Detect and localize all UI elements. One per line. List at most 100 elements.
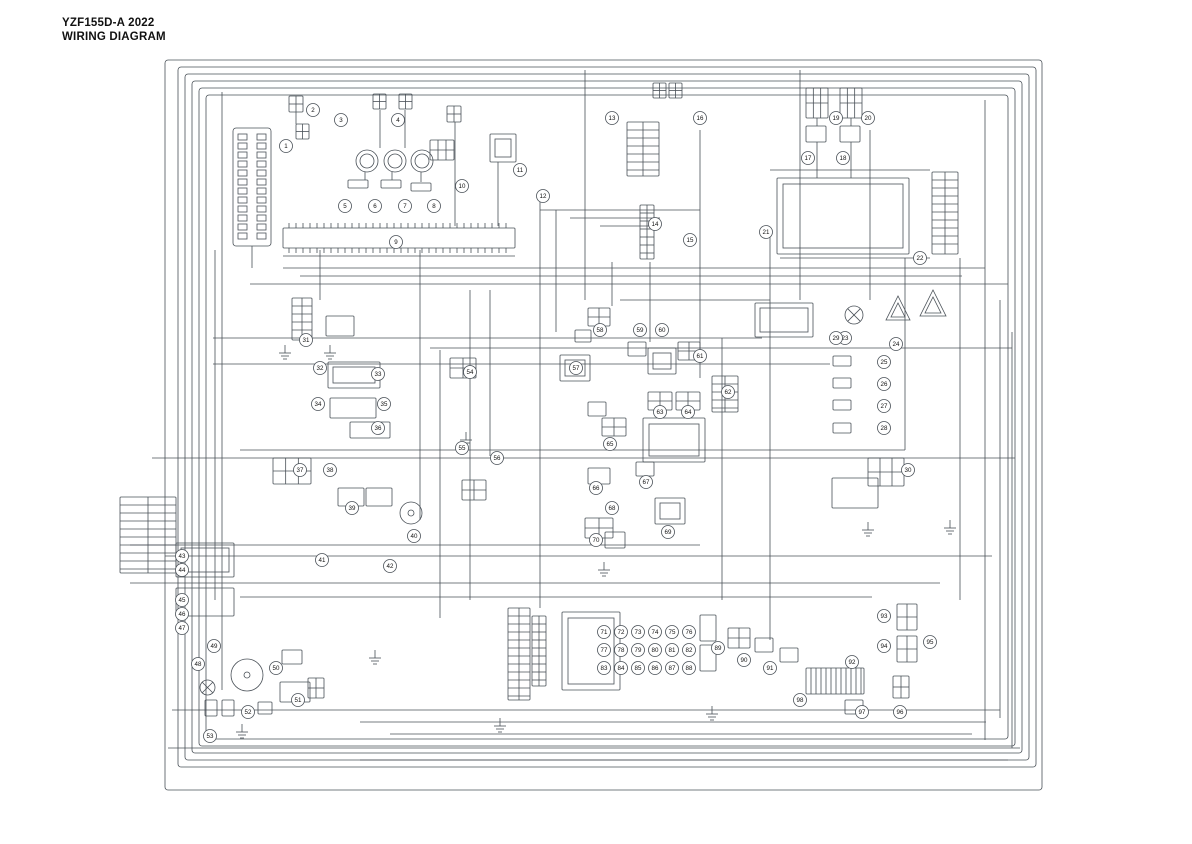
svg-text:81: 81 [669, 647, 676, 654]
svg-text:51: 51 [295, 697, 302, 704]
diagram-title-label: WIRING DIAGRAM [62, 31, 166, 44]
svg-text:66: 66 [593, 485, 600, 492]
svg-text:26: 26 [881, 381, 888, 388]
svg-text:8: 8 [432, 203, 436, 210]
svg-text:4: 4 [396, 117, 400, 124]
svg-text:80: 80 [652, 647, 659, 654]
svg-text:94: 94 [881, 643, 888, 650]
svg-text:40: 40 [411, 533, 418, 540]
svg-text:12: 12 [540, 193, 547, 200]
svg-text:76: 76 [686, 629, 693, 636]
svg-text:16: 16 [697, 115, 704, 122]
svg-text:79: 79 [635, 647, 642, 654]
svg-text:22: 22 [917, 255, 924, 262]
svg-text:13: 13 [609, 115, 616, 122]
svg-text:15: 15 [687, 237, 694, 244]
svg-text:86: 86 [652, 665, 659, 672]
svg-text:49: 49 [211, 643, 218, 650]
svg-text:7: 7 [403, 203, 407, 210]
svg-text:97: 97 [859, 709, 866, 716]
svg-text:88: 88 [686, 665, 693, 672]
svg-text:70: 70 [593, 537, 600, 544]
svg-text:28: 28 [881, 425, 888, 432]
svg-text:11: 11 [517, 167, 524, 174]
svg-text:9: 9 [394, 239, 398, 246]
diagram-title: YZF155D-A 2022 WIRING DIAGRAM [62, 16, 166, 45]
svg-text:23: 23 [842, 335, 849, 342]
svg-text:37: 37 [297, 467, 304, 474]
svg-text:1: 1 [284, 143, 288, 150]
svg-text:67: 67 [643, 479, 650, 486]
svg-text:55: 55 [459, 445, 466, 452]
svg-text:68: 68 [609, 505, 616, 512]
svg-text:36: 36 [375, 425, 382, 432]
svg-text:33: 33 [375, 371, 382, 378]
svg-text:21: 21 [763, 229, 770, 236]
svg-text:95: 95 [927, 639, 934, 646]
svg-text:19: 19 [833, 115, 840, 122]
svg-text:20: 20 [865, 115, 872, 122]
svg-text:72: 72 [618, 629, 625, 636]
svg-text:64: 64 [685, 409, 692, 416]
svg-text:52: 52 [245, 709, 252, 716]
svg-text:84: 84 [618, 665, 625, 672]
svg-text:91: 91 [767, 665, 774, 672]
svg-text:27: 27 [881, 403, 888, 410]
svg-text:10: 10 [459, 183, 466, 190]
svg-text:62: 62 [725, 389, 732, 396]
svg-text:87: 87 [669, 665, 676, 672]
svg-text:89: 89 [715, 645, 722, 652]
svg-text:25: 25 [881, 359, 888, 366]
svg-text:3: 3 [339, 117, 343, 124]
svg-text:38: 38 [327, 467, 334, 474]
svg-text:41: 41 [319, 557, 326, 564]
svg-text:17: 17 [805, 155, 812, 162]
svg-text:30: 30 [905, 467, 912, 474]
svg-text:92: 92 [849, 659, 856, 666]
svg-text:24: 24 [893, 341, 900, 348]
svg-text:2: 2 [311, 107, 315, 114]
svg-text:74: 74 [652, 629, 659, 636]
svg-text:39: 39 [349, 505, 356, 512]
svg-text:34: 34 [315, 401, 322, 408]
svg-text:73: 73 [635, 629, 642, 636]
svg-text:58: 58 [597, 327, 604, 334]
svg-text:48: 48 [195, 661, 202, 668]
svg-text:96: 96 [897, 709, 904, 716]
svg-text:32: 32 [317, 365, 324, 372]
svg-text:60: 60 [659, 327, 666, 334]
svg-text:69: 69 [665, 529, 672, 536]
svg-text:47: 47 [179, 625, 186, 632]
svg-text:14: 14 [652, 221, 659, 228]
svg-text:43: 43 [179, 553, 186, 560]
svg-text:77: 77 [601, 647, 608, 654]
svg-text:59: 59 [637, 327, 644, 334]
svg-text:56: 56 [494, 455, 501, 462]
svg-text:46: 46 [179, 611, 186, 618]
svg-text:45: 45 [179, 597, 186, 604]
svg-text:90: 90 [741, 657, 748, 664]
svg-text:6: 6 [373, 203, 377, 210]
svg-text:78: 78 [618, 647, 625, 654]
svg-text:54: 54 [467, 369, 474, 376]
svg-text:82: 82 [686, 647, 693, 654]
svg-text:93: 93 [881, 613, 888, 620]
svg-text:29: 29 [833, 335, 840, 342]
svg-text:50: 50 [273, 665, 280, 672]
svg-text:98: 98 [797, 697, 804, 704]
svg-text:57: 57 [573, 365, 580, 372]
svg-text:53: 53 [207, 733, 214, 740]
svg-text:61: 61 [697, 353, 704, 360]
svg-text:18: 18 [840, 155, 847, 162]
svg-text:85: 85 [635, 665, 642, 672]
svg-text:75: 75 [669, 629, 676, 636]
diagram-title-model: YZF155D-A 2022 [62, 17, 155, 29]
svg-text:83: 83 [601, 665, 608, 672]
svg-text:35: 35 [381, 401, 388, 408]
svg-text:44: 44 [179, 567, 186, 574]
svg-text:71: 71 [601, 629, 608, 636]
svg-text:63: 63 [657, 409, 664, 416]
svg-text:42: 42 [387, 563, 394, 570]
